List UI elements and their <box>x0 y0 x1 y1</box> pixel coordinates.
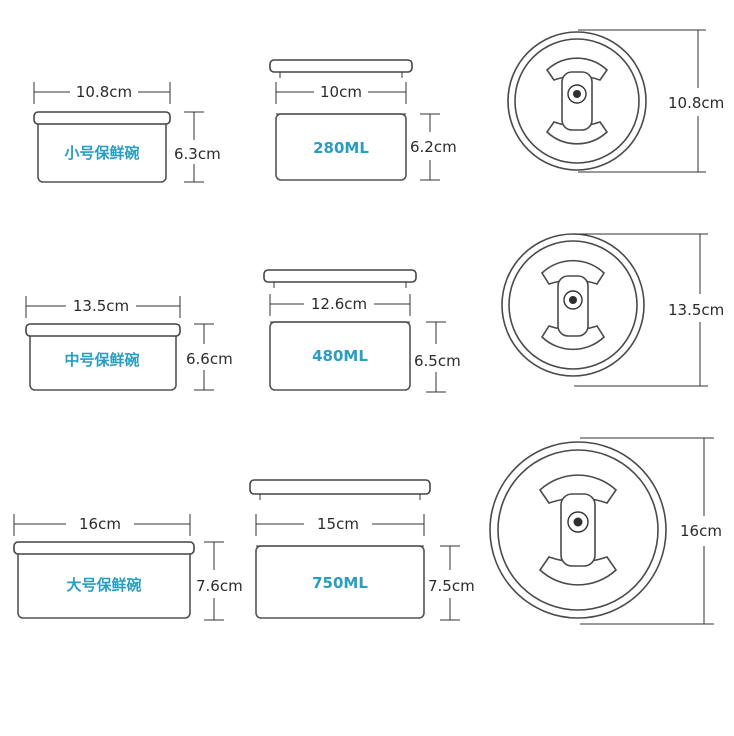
large-volume-label: 750ML <box>312 574 368 592</box>
large-bowl-height-label: 7.6cm <box>196 577 243 595</box>
small-bowl-height-label: 6.3cm <box>174 145 221 163</box>
medium-bowl-height-label: 6.6cm <box>186 350 233 368</box>
small-lid-floating <box>269 59 413 73</box>
large-bowl-inner-view: 750ML 15cm 7.5cm <box>249 479 475 621</box>
large-inner-width-label: 15cm <box>317 515 359 533</box>
medium-bowl-side-view: 中号保鲜碗 13.5cm 6.6cm <box>25 296 233 391</box>
small-lid-diameter-label: 10.8cm <box>668 94 724 112</box>
medium-bowl-inner-view: 480ML 12.6cm 6.5cm <box>263 269 461 393</box>
row-small: 小号保鲜碗 10.8cm 6.3cm 280ML <box>33 29 724 183</box>
medium-inner-height-label: 6.5cm <box>414 352 461 370</box>
medium-bowl-width-label: 13.5cm <box>73 297 129 315</box>
large-bowl-width-label: 16cm <box>79 515 121 533</box>
medium-lid-diameter-label: 13.5cm <box>668 301 724 319</box>
large-bowl-side-view: 大号保鲜碗 16cm 7.6cm <box>13 514 243 621</box>
small-lid-top-view: 10.8cm <box>507 29 724 173</box>
large-bowl-name: 大号保鲜碗 <box>66 576 141 594</box>
small-inner-height-label: 6.2cm <box>410 138 457 156</box>
large-lid-diameter-label: 16cm <box>680 522 722 540</box>
small-volume-label: 280ML <box>313 139 369 157</box>
medium-volume-label: 480ML <box>312 347 368 365</box>
medium-bowl-name: 中号保鲜碗 <box>64 351 139 369</box>
small-bowl-inner-view: 280ML 10cm 6.2cm <box>269 59 457 181</box>
large-inner-height-label: 7.5cm <box>428 577 475 595</box>
small-bowl-lid <box>33 111 171 125</box>
large-lid-top-view: 16cm <box>489 437 722 625</box>
medium-lid-top-view: 13.5cm <box>501 233 724 387</box>
row-large: 大号保鲜碗 16cm 7.6cm 750ML 15cm <box>13 437 722 625</box>
small-bowl-width-label: 10.8cm <box>76 83 132 101</box>
row-medium: 中号保鲜碗 13.5cm 6.6cm 480ML 12.6cm <box>25 233 724 393</box>
small-inner-width-label: 10cm <box>320 83 362 101</box>
small-bowl-side-view: 小号保鲜碗 10.8cm 6.3cm <box>33 82 221 183</box>
medium-inner-width-label: 12.6cm <box>311 295 367 313</box>
small-bowl-name: 小号保鲜碗 <box>64 144 139 162</box>
